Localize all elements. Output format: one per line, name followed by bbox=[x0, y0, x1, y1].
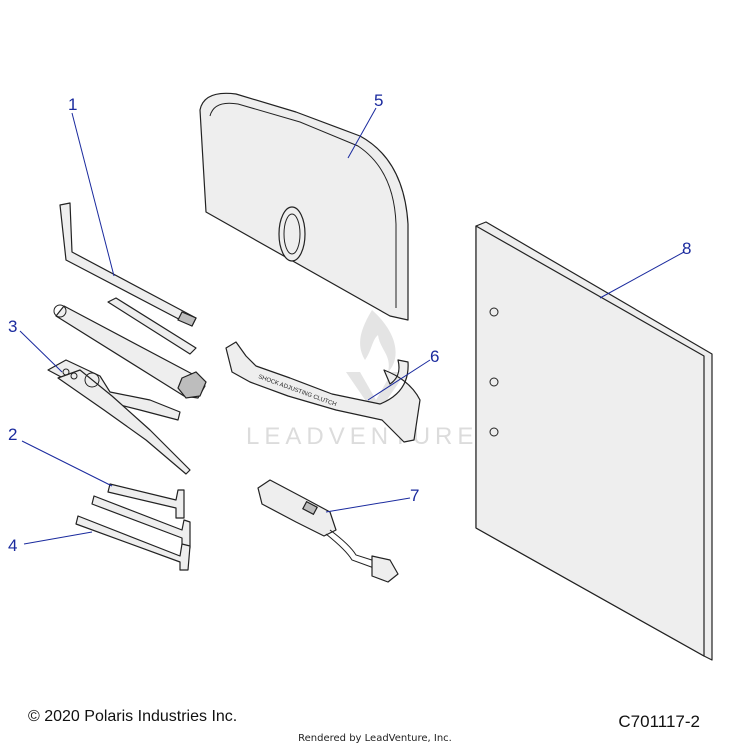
leader-4 bbox=[23, 531, 93, 545]
leader-5 bbox=[347, 107, 377, 159]
leader-7 bbox=[325, 497, 411, 513]
leader-lines bbox=[19, 107, 685, 545]
part-3-toolset bbox=[47, 297, 207, 475]
callouts: 1 2 3 4 5 6 7 8 bbox=[8, 91, 691, 555]
callout-6: 6 bbox=[430, 347, 439, 366]
callout-5: 5 bbox=[374, 91, 383, 110]
part-8-manual-binder bbox=[475, 221, 713, 661]
watermark-flame-icon bbox=[360, 310, 396, 372]
rendered-by-text: Rendered by LeadVenture, Inc. bbox=[298, 733, 452, 744]
leader-6 bbox=[367, 359, 431, 401]
part-1-hex-key bbox=[59, 202, 197, 327]
part-2-hex-key bbox=[107, 483, 185, 519]
leader-8 bbox=[599, 251, 685, 299]
part-4-hex-keys bbox=[75, 495, 191, 571]
copyright-text: © 2020 Polaris Industries Inc. bbox=[28, 708, 238, 725]
leader-1 bbox=[71, 112, 115, 277]
leader-3 bbox=[19, 330, 63, 373]
leader-2 bbox=[21, 440, 113, 487]
callout-2: 2 bbox=[8, 425, 17, 444]
part-7-power-adapter bbox=[257, 479, 399, 583]
watermark-text: LEADVENTURE bbox=[246, 423, 478, 450]
callout-8: 8 bbox=[682, 239, 691, 258]
callout-4: 4 bbox=[8, 536, 17, 555]
diagram-code: C701117-2 bbox=[618, 712, 700, 731]
callout-7: 7 bbox=[410, 486, 419, 505]
callout-3: 3 bbox=[8, 317, 17, 336]
part-5-tool-pouch bbox=[199, 92, 409, 321]
callout-1: 1 bbox=[68, 95, 77, 114]
